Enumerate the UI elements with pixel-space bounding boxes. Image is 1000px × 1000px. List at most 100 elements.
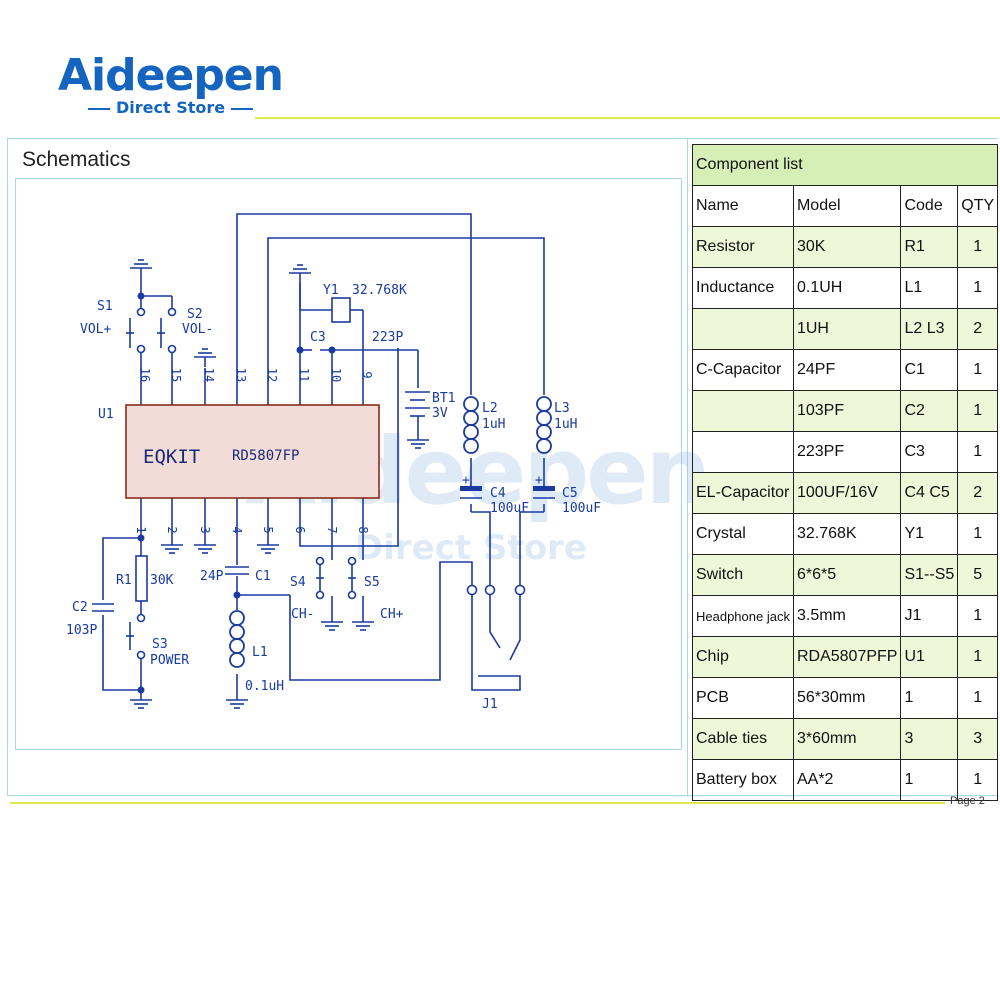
label-c4-value: 100uF [490,501,529,516]
table-row: C-Capacitor 24PF C1 1 [692,349,999,391]
inductors [229,396,552,668]
cell-name: Inductance [692,267,794,309]
cell-code: J1 [900,595,959,637]
table-title-row: Component list [691,144,999,186]
cell-qty: 1 [957,636,999,678]
table-row: 223PF C3 1 [692,431,999,473]
cell-model: 30K [792,226,902,268]
pin-6: 6 [293,526,307,533]
cell-code: 1 [900,759,959,801]
wires [92,213,555,700]
pin-12: 12 [265,368,279,382]
label-ch-plus: CH+ [380,607,404,622]
cell-code: Y1 [900,513,959,555]
table-row: Resistor 30K R1 1 [692,226,999,268]
header-code: Code [900,185,959,227]
pin-14: 14 [202,368,216,382]
pin-9: 9 [360,371,374,378]
label-c1: C1 [255,569,271,584]
label-c2-value: 103P [66,623,97,638]
header-name: Name [692,185,794,227]
label-c4: C4 [490,486,506,501]
label-c2: C2 [72,600,88,615]
label-l2-value: 1uH [482,417,505,432]
label-c3: C3 [310,330,326,345]
cell-name: EL-Capacitor [692,472,794,514]
label-l3: L3 [554,401,570,416]
label-l1-value: 0.1uH [245,679,284,694]
cell-model: 0.1UH [792,267,902,309]
schematic-frame [7,138,688,796]
cell-model: 56*30mm [792,677,902,719]
label-l2: L2 [482,401,498,416]
components [135,297,526,660]
cell-code: C2 [900,390,959,432]
cell-qty: 2 [957,472,999,514]
label-vol-plus: VOL+ [80,322,111,337]
table-row: EL-Capacitor 100UF/16V C4 C5 2 [692,472,999,514]
cell-name: C-Capacitor [692,349,794,391]
label-j1: J1 [482,697,498,712]
label-l3-value: 1uH [554,417,577,432]
logo-main-text: Aideepen [58,50,284,101]
label-r1: R1 [116,573,132,588]
header-model: Model [792,185,902,227]
pin-16: 16 [138,368,152,382]
cell-model: 3.5mm [792,595,902,637]
component-list-title: Component list [691,144,999,186]
cell-name [692,308,794,350]
ground-symbols [130,259,429,709]
schematic-panel [15,178,682,750]
cell-qty: 1 [957,677,999,719]
cell-model: 100UF/16V [792,472,902,514]
table-header-row: Name Model Code QTY [692,185,999,227]
component-labels: U1 EQKIT RD5807FP S1 VOL+ S2 VOL- Y1 32.… [66,283,601,712]
label-c1-value: 24P [200,569,224,584]
label-s3: S3 [152,637,168,652]
table-row: Chip RDA5807PFP U1 1 [692,636,999,678]
cell-qty: 3 [957,718,999,760]
table-row: PCB 56*30mm 1 1 [692,677,999,719]
label-l1: L1 [252,645,268,660]
cell-qty: 1 [957,267,999,309]
table-row: Inductance 0.1UH L1 1 [692,267,999,309]
pin-1: 1 [134,526,148,533]
label-s4: S4 [290,575,306,590]
cell-model: 223PF [792,431,902,473]
cell-code: C4 C5 [900,472,959,514]
cell-qty: 2 [957,308,999,350]
cell-model: 3*60mm [792,718,902,760]
cell-code: 3 [900,718,959,760]
label-bt1: BT1 [432,391,455,406]
pin-4: 4 [230,526,244,533]
cell-model: RDA5807PFP [792,636,902,678]
cell-model: 6*6*5 [792,554,902,596]
table-row: Battery box AA*2 1 1 [692,759,999,801]
logo-sub-text: Direct Store [82,98,259,117]
pin-3: 3 [198,526,212,533]
brand-logo: Aideepen Direct Store [58,52,288,122]
cell-name [692,390,794,432]
label-s2: S2 [187,307,203,322]
cell-qty: 1 [957,595,999,637]
header-qty: QTY [957,185,999,227]
label-power: POWER [150,653,189,668]
pin-5: 5 [261,526,275,533]
pin-labels-top: 16 15 14 13 12 11 10 9 [138,368,374,382]
cell-name: Headphone jack [692,595,794,637]
cell-qty: 1 [957,390,999,432]
label-c3-value: 223P [372,330,403,345]
cell-qty: 1 [957,431,999,473]
bottom-divider [10,802,945,804]
cell-name: PCB [692,677,794,719]
label-c4-plus: + [462,473,470,488]
table-row: Crystal 32.768K Y1 1 [692,513,999,555]
cell-model: 1UH [792,308,902,350]
cell-code: C3 [900,431,959,473]
label-u1: U1 [98,407,114,422]
table-row: Cable ties 3*60mm 3 3 [692,718,999,760]
crystal-body [331,297,351,323]
cell-code: S1--S5 [900,554,959,596]
label-s1: S1 [97,299,113,314]
